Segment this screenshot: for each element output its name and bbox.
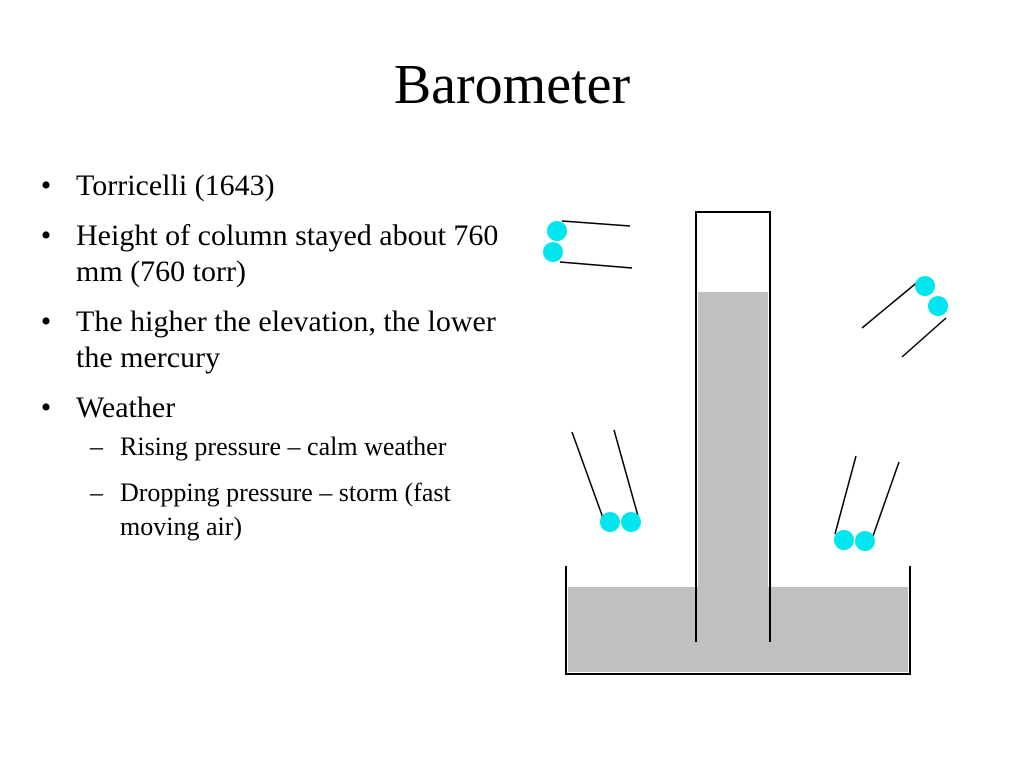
- air-molecule-group-bottom-left: [571, 429, 641, 532]
- bullet-marker: •: [40, 305, 52, 338]
- glass-tube: [695, 211, 771, 642]
- mercury-dish: [565, 566, 911, 675]
- bullet-text: Weather: [76, 391, 176, 424]
- bullet-text: The higher the elevation, the lower the …: [76, 305, 496, 374]
- bullet-list: • Torricelli (1643) • Height of column s…: [30, 168, 510, 558]
- sub-bullet-marker: –: [90, 478, 103, 507]
- air-molecule-group-top-left: [543, 220, 633, 269]
- bullet-marker: •: [40, 169, 52, 202]
- sub-bullet-list: – Rising pressure – calm weather – Dropp…: [76, 430, 510, 544]
- air-molecule: [543, 242, 563, 262]
- sub-bullet-text: Rising pressure – calm weather: [120, 432, 447, 461]
- air-molecule: [834, 530, 854, 550]
- air-molecule-group-bottom-right: [834, 455, 900, 551]
- slide-title: Barometer: [393, 54, 631, 116]
- air-molecule: [915, 276, 935, 296]
- air-molecule-group-top-right: [861, 276, 948, 358]
- bullet-marker: •: [40, 391, 52, 424]
- sub-bullet-text: Dropping pressure – storm (fast moving a…: [120, 478, 451, 541]
- air-molecule: [547, 221, 567, 241]
- bullet-item: • The higher the elevation, the lower th…: [30, 304, 510, 376]
- air-molecule: [600, 512, 620, 532]
- dish-mercury: [568, 587, 908, 672]
- air-molecule: [855, 531, 875, 551]
- air-molecule: [928, 296, 948, 316]
- sub-bullet-item: – Rising pressure – calm weather: [76, 430, 510, 464]
- air-molecule: [621, 512, 641, 532]
- sub-bullet-marker: –: [90, 432, 103, 461]
- bullet-text: Torricelli (1643): [76, 169, 275, 202]
- bullet-marker: •: [40, 219, 52, 252]
- bullet-item: • Weather – Rising pressure – calm weath…: [30, 390, 510, 544]
- sub-bullet-item: – Dropping pressure – storm (fast moving…: [76, 476, 510, 544]
- bullet-item: • Torricelli (1643): [30, 168, 510, 204]
- tube-mercury-column: [698, 292, 768, 588]
- bullet-item: • Height of column stayed about 760 mm (…: [30, 218, 510, 290]
- bullet-text: Height of column stayed about 760 mm (76…: [76, 219, 499, 288]
